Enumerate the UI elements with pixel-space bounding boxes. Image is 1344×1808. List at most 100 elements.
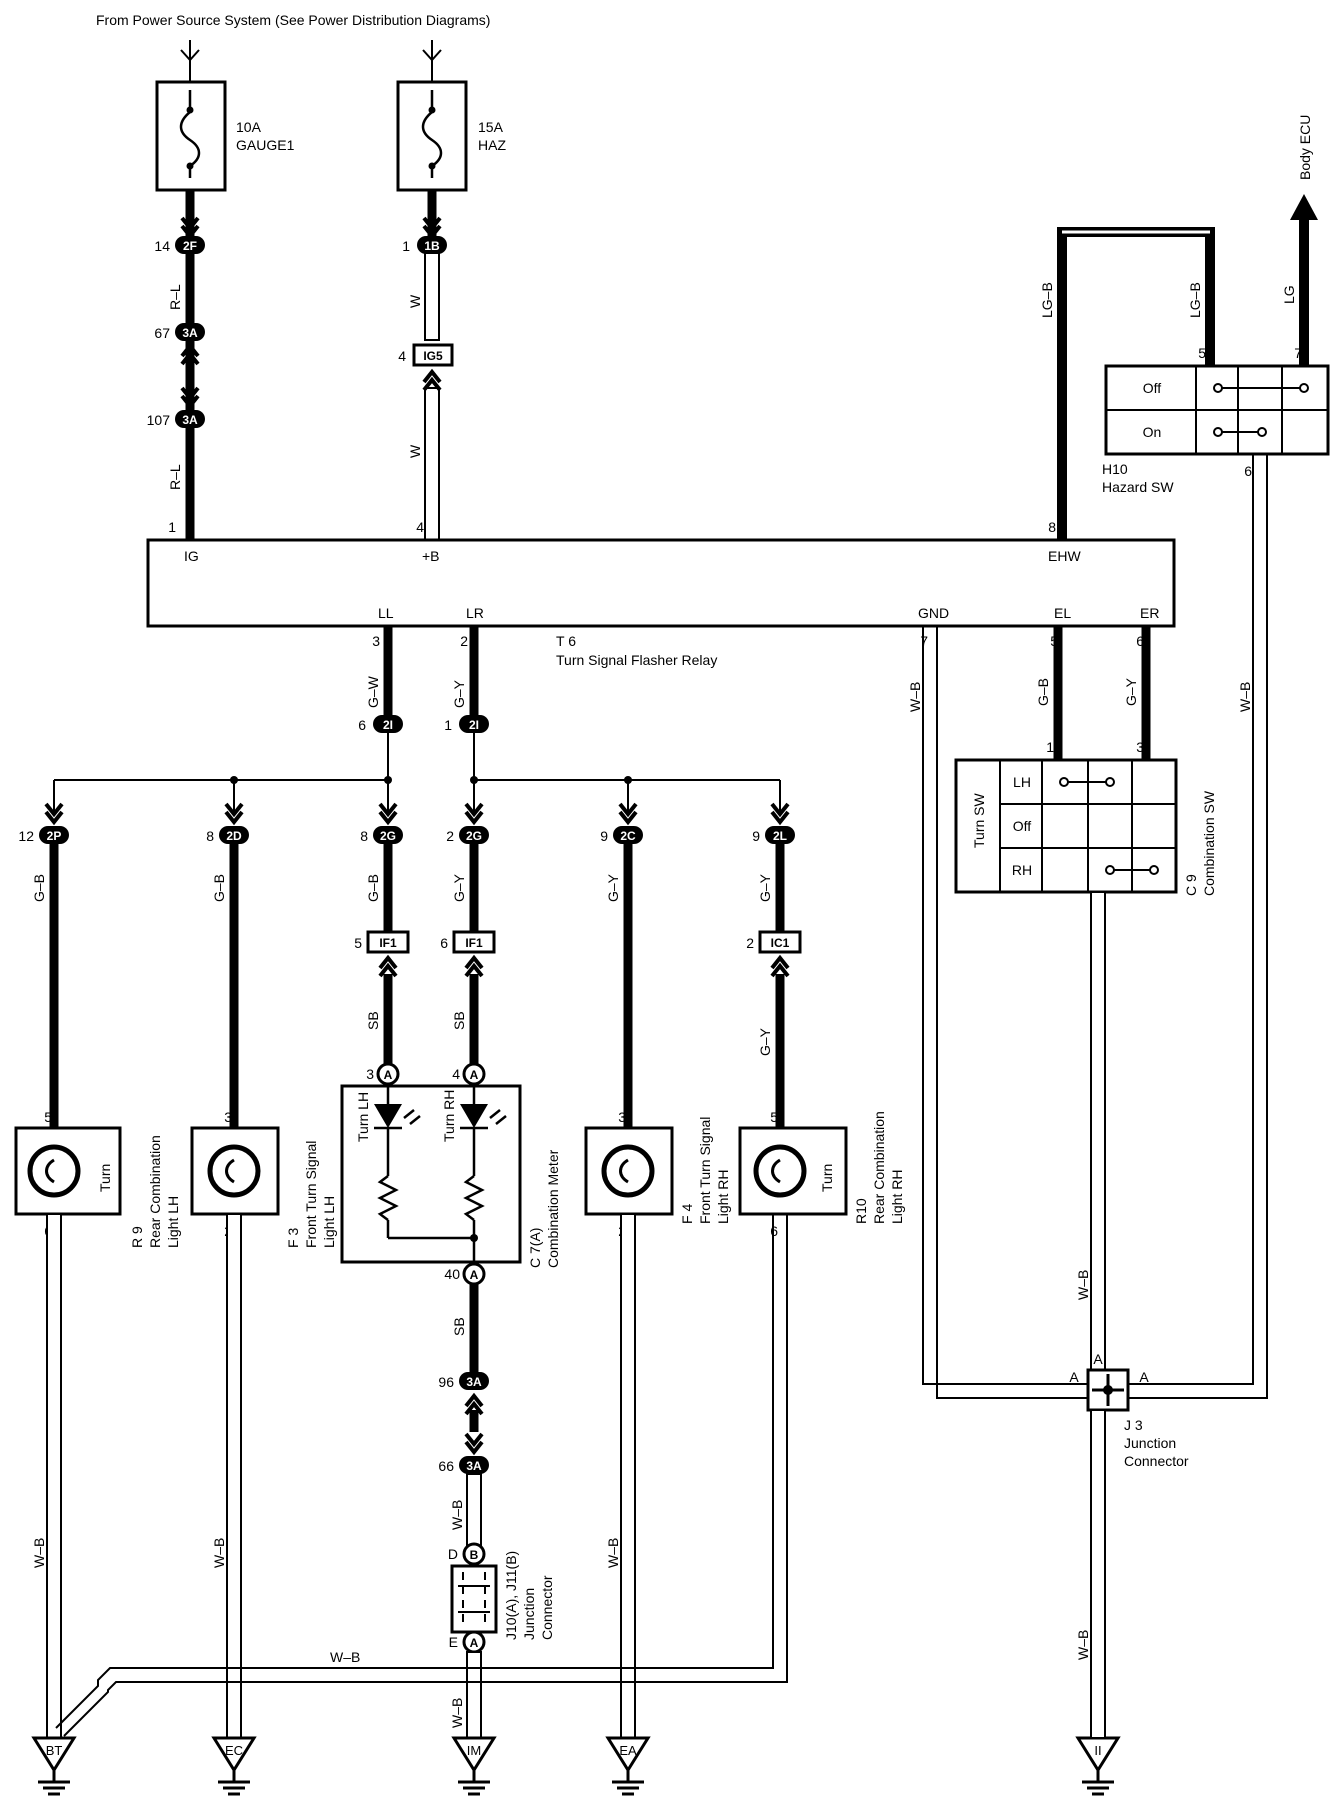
svg-text:A: A xyxy=(1069,1369,1079,1385)
svg-text:G–Y: G–Y xyxy=(451,679,467,708)
rear-combination-light-rh: Turn R10 Rear Combination Light RH xyxy=(738,1111,905,1224)
svg-text:C 7(A): C 7(A) xyxy=(527,1228,543,1268)
svg-text:Connector: Connector xyxy=(1124,1453,1189,1469)
relay-name: Turn Signal Flasher Relay xyxy=(556,652,717,668)
svg-text:3A: 3A xyxy=(466,1375,482,1389)
svg-text:W–B: W–B xyxy=(449,1698,465,1728)
svg-text:G–Y: G–Y xyxy=(605,873,621,902)
svg-text:G–B: G–B xyxy=(1035,678,1051,706)
svg-text:2: 2 xyxy=(460,633,468,649)
connector-2d: 2D 8 xyxy=(206,826,249,844)
svg-text:W–B: W–B xyxy=(31,1538,47,1568)
svg-text:BT: BT xyxy=(46,1743,63,1758)
svg-text:GND: GND xyxy=(918,605,949,621)
connector-3a-66: 3A 66 xyxy=(438,1456,489,1474)
junction-connector-j10-j11: B D A E J10(A), J11(B) Junction Connecto… xyxy=(448,1542,555,1654)
connector-2g-2: 2G 2 xyxy=(446,826,489,844)
combination-meter-connector-a4: A 4 xyxy=(452,1062,486,1086)
front-turn-signal-light-lh: F 3 Front Turn Signal Light LH xyxy=(190,1126,337,1248)
svg-text:F 4: F 4 xyxy=(679,1204,695,1224)
svg-text:2P: 2P xyxy=(47,829,62,843)
svg-text:2: 2 xyxy=(446,828,454,844)
svg-text:A: A xyxy=(1093,1351,1103,1367)
svg-text:EHW: EHW xyxy=(1048,548,1081,564)
svg-text:W–B: W–B xyxy=(605,1538,621,1568)
svg-text:Combination SW: Combination SW xyxy=(1201,790,1217,896)
svg-text:Rear Combination: Rear Combination xyxy=(147,1135,163,1248)
fuse-15a-name: HAZ xyxy=(478,137,506,153)
fuse-10a-rating: 10A xyxy=(236,119,262,135)
connector-ig5: IG5 4 xyxy=(398,343,454,367)
svg-text:EA: EA xyxy=(619,1743,637,1758)
svg-text:RH: RH xyxy=(1012,862,1032,878)
svg-text:5: 5 xyxy=(770,1109,778,1125)
svg-text:W–B: W–B xyxy=(330,1649,360,1665)
svg-text:2G: 2G xyxy=(380,829,396,843)
wire-label-rl2: R–L xyxy=(167,464,183,490)
svg-text:W–B: W–B xyxy=(907,682,923,712)
svg-text:+B: +B xyxy=(422,548,440,564)
wire-r10-return: W–B xyxy=(55,1214,788,1737)
svg-text:IF1: IF1 xyxy=(465,936,483,950)
wire-wb-j3: W–B xyxy=(1075,891,1106,1371)
wire-label-w2: W xyxy=(407,444,423,458)
svg-text:G–B: G–B xyxy=(31,874,47,902)
svg-text:A: A xyxy=(470,1068,479,1082)
svg-text:LH: LH xyxy=(1013,774,1031,790)
svg-text:66: 66 xyxy=(438,1458,454,1474)
svg-text:1: 1 xyxy=(1046,739,1054,755)
svg-text:G–W: G–W xyxy=(365,675,381,708)
svg-text:2I: 2I xyxy=(469,718,479,732)
wire-lg-body-ecu: LG Body ECU xyxy=(1281,115,1318,366)
svg-text:J10(A), J11(B): J10(A), J11(B) xyxy=(503,1551,519,1640)
svg-text:EC: EC xyxy=(225,1743,243,1758)
fuse-15a-haz: 15A HAZ xyxy=(396,80,506,192)
svg-text:Rear Combination: Rear Combination xyxy=(871,1111,887,1224)
svg-text:4: 4 xyxy=(416,519,424,535)
svg-text:A: A xyxy=(470,1636,479,1650)
wire-ground-bt: W–B xyxy=(31,1213,62,1739)
svg-text:W–B: W–B xyxy=(1075,1630,1091,1660)
ground-ec: EC xyxy=(211,1736,257,1796)
svg-text:Front Turn Signal: Front Turn Signal xyxy=(697,1117,713,1224)
connector-if1-6: IF1 6 xyxy=(440,930,496,954)
svg-text:Turn: Turn xyxy=(97,1164,113,1192)
connector-2i-1: 2I 1 xyxy=(444,715,489,733)
combination-meter-connector-a3: A 3 xyxy=(366,1062,400,1086)
ground-ii: II xyxy=(1075,1736,1121,1796)
body-ecu-label: Body ECU xyxy=(1297,115,1313,180)
svg-text:Light LH: Light LH xyxy=(321,1196,337,1248)
rear-combination-light-lh: Turn R 9 Rear Combination Light LH xyxy=(14,1126,181,1248)
svg-text:ER: ER xyxy=(1140,605,1159,621)
svg-text:R10: R10 xyxy=(853,1198,869,1224)
svg-text:Junction: Junction xyxy=(521,1588,537,1640)
connector-2c: 2C 9 xyxy=(600,826,643,844)
wire-wb-gnd: W–B xyxy=(907,626,1088,1399)
svg-text:G–Y: G–Y xyxy=(757,873,773,902)
connector-2f: 2F 14 xyxy=(154,236,205,254)
connector-3a-107: 3A 107 xyxy=(147,410,205,428)
svg-text:Light RH: Light RH xyxy=(715,1170,731,1224)
svg-text:SB: SB xyxy=(365,1011,381,1030)
svg-text:A: A xyxy=(470,1268,479,1282)
wire-ground-im: W–B xyxy=(449,1651,482,1739)
svg-text:W–B: W–B xyxy=(449,1500,465,1530)
svg-text:3: 3 xyxy=(618,1109,626,1125)
svg-text:G–B: G–B xyxy=(211,874,227,902)
connector-2i-6: 2I 6 xyxy=(358,715,403,733)
svg-text:F 3: F 3 xyxy=(285,1228,301,1248)
svg-text:6: 6 xyxy=(358,717,366,733)
svg-text:5: 5 xyxy=(44,1109,52,1125)
svg-text:R 9: R 9 xyxy=(129,1226,145,1248)
svg-text:G–B: G–B xyxy=(365,874,381,902)
svg-text:SB: SB xyxy=(451,1011,467,1030)
svg-text:H10: H10 xyxy=(1102,461,1128,477)
svg-text:3: 3 xyxy=(366,1066,374,1082)
svg-text:Turn LH: Turn LH xyxy=(355,1092,371,1142)
svg-text:W–B: W–B xyxy=(211,1538,227,1568)
svg-text:LG–B: LG–B xyxy=(1039,282,1055,318)
junction-connector-j3: A A A A J 3 Junction Connector xyxy=(1069,1351,1189,1469)
svg-text:6: 6 xyxy=(1244,463,1252,479)
svg-text:On: On xyxy=(1143,424,1162,440)
connector-3a-96: 3A 96 xyxy=(438,1372,489,1390)
